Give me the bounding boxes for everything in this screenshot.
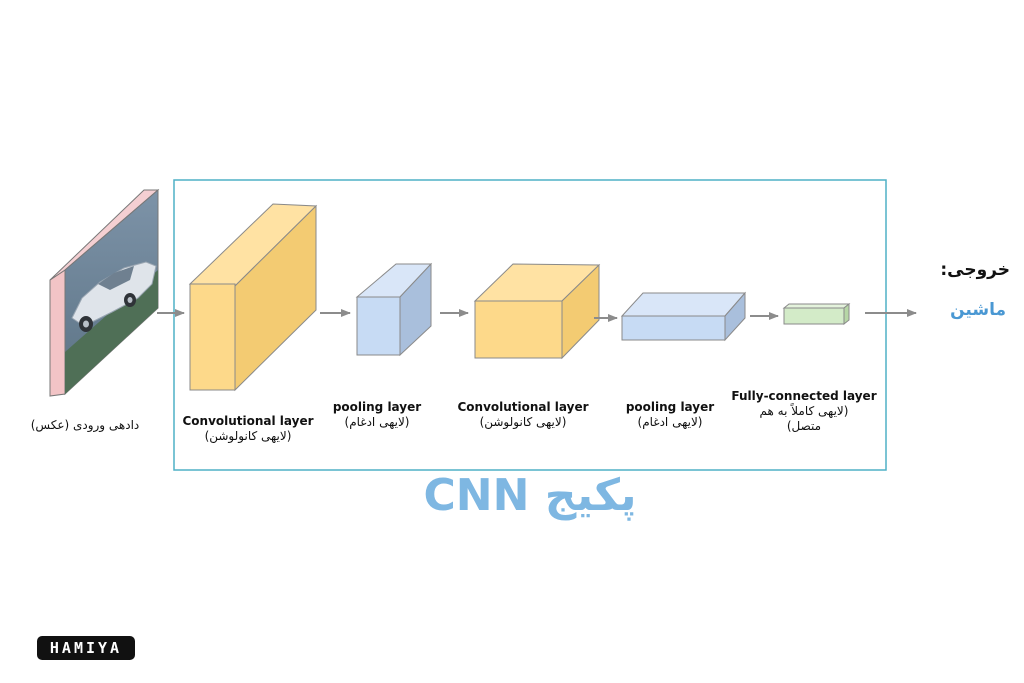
pooling-layer-1-front <box>356 296 401 356</box>
output-value: ماشین <box>950 300 1006 320</box>
conv-layer-1-front <box>189 283 236 391</box>
pooling-layer-2-front <box>621 315 726 341</box>
pooling-layer-1-name-fa: (لایهی ادغام) <box>344 415 410 429</box>
fully-connected-layer-side <box>843 302 850 326</box>
pooling-layer-2-name: pooling layer <box>625 400 715 414</box>
conv-layer-1-label: Convolutional layer (لایهی کانولوشن) <box>170 414 326 444</box>
cnn-package-title: پکیج CNN <box>423 470 637 521</box>
car-icon <box>71 261 157 332</box>
pooling-layer-1-label: pooling layer (لایهی ادغام) <box>322 400 432 430</box>
input-image <box>49 188 160 397</box>
conv-layer-2-front <box>474 300 563 359</box>
output-title: خروجی: <box>940 260 1010 280</box>
pooling-layer-2-top <box>620 292 747 317</box>
conv-layer-1-name: Convolutional layer <box>182 414 314 428</box>
fully-connected-layer-label: Fully-connected layer (لایهی کاملاً به ه… <box>731 389 877 434</box>
pooling-layer-2-name-fa: (لایهی ادغام) <box>637 415 703 429</box>
conv-layer-1-name-fa: (لایهی کانولوشن) <box>204 429 292 443</box>
conv-layer-2-name-fa: (لایهی کانولوشن) <box>479 415 567 429</box>
fully-connected-layer-front <box>783 307 845 325</box>
pooling-layer-2-block <box>620 291 747 342</box>
fully-connected-layer-block <box>782 302 851 326</box>
cnn-package-frame <box>173 179 887 471</box>
fully-connected-layer-top <box>782 303 851 309</box>
fully-connected-layer-name-fa: (لایهی کاملاً به هم متصل) <box>759 404 849 433</box>
brand-logo: HAMIYA <box>37 636 135 660</box>
input-label: دادهی ورودی (عکس) <box>30 418 140 432</box>
fully-connected-layer-name: Fully-connected layer <box>731 389 877 403</box>
conv-layer-2-name: Convolutional layer <box>457 400 589 414</box>
input-image-edge <box>49 269 66 397</box>
conv-layer-1-block <box>188 203 318 392</box>
pooling-layer-2-label: pooling layer (لایهی ادغام) <box>615 400 725 430</box>
conv-layer-2-block <box>473 263 601 360</box>
conv-layer-2-label: Convolutional layer (لایهی کانولوشن) <box>445 400 601 430</box>
pooling-layer-1-name: pooling layer <box>332 400 422 414</box>
pooling-layer-1-block <box>355 262 433 357</box>
